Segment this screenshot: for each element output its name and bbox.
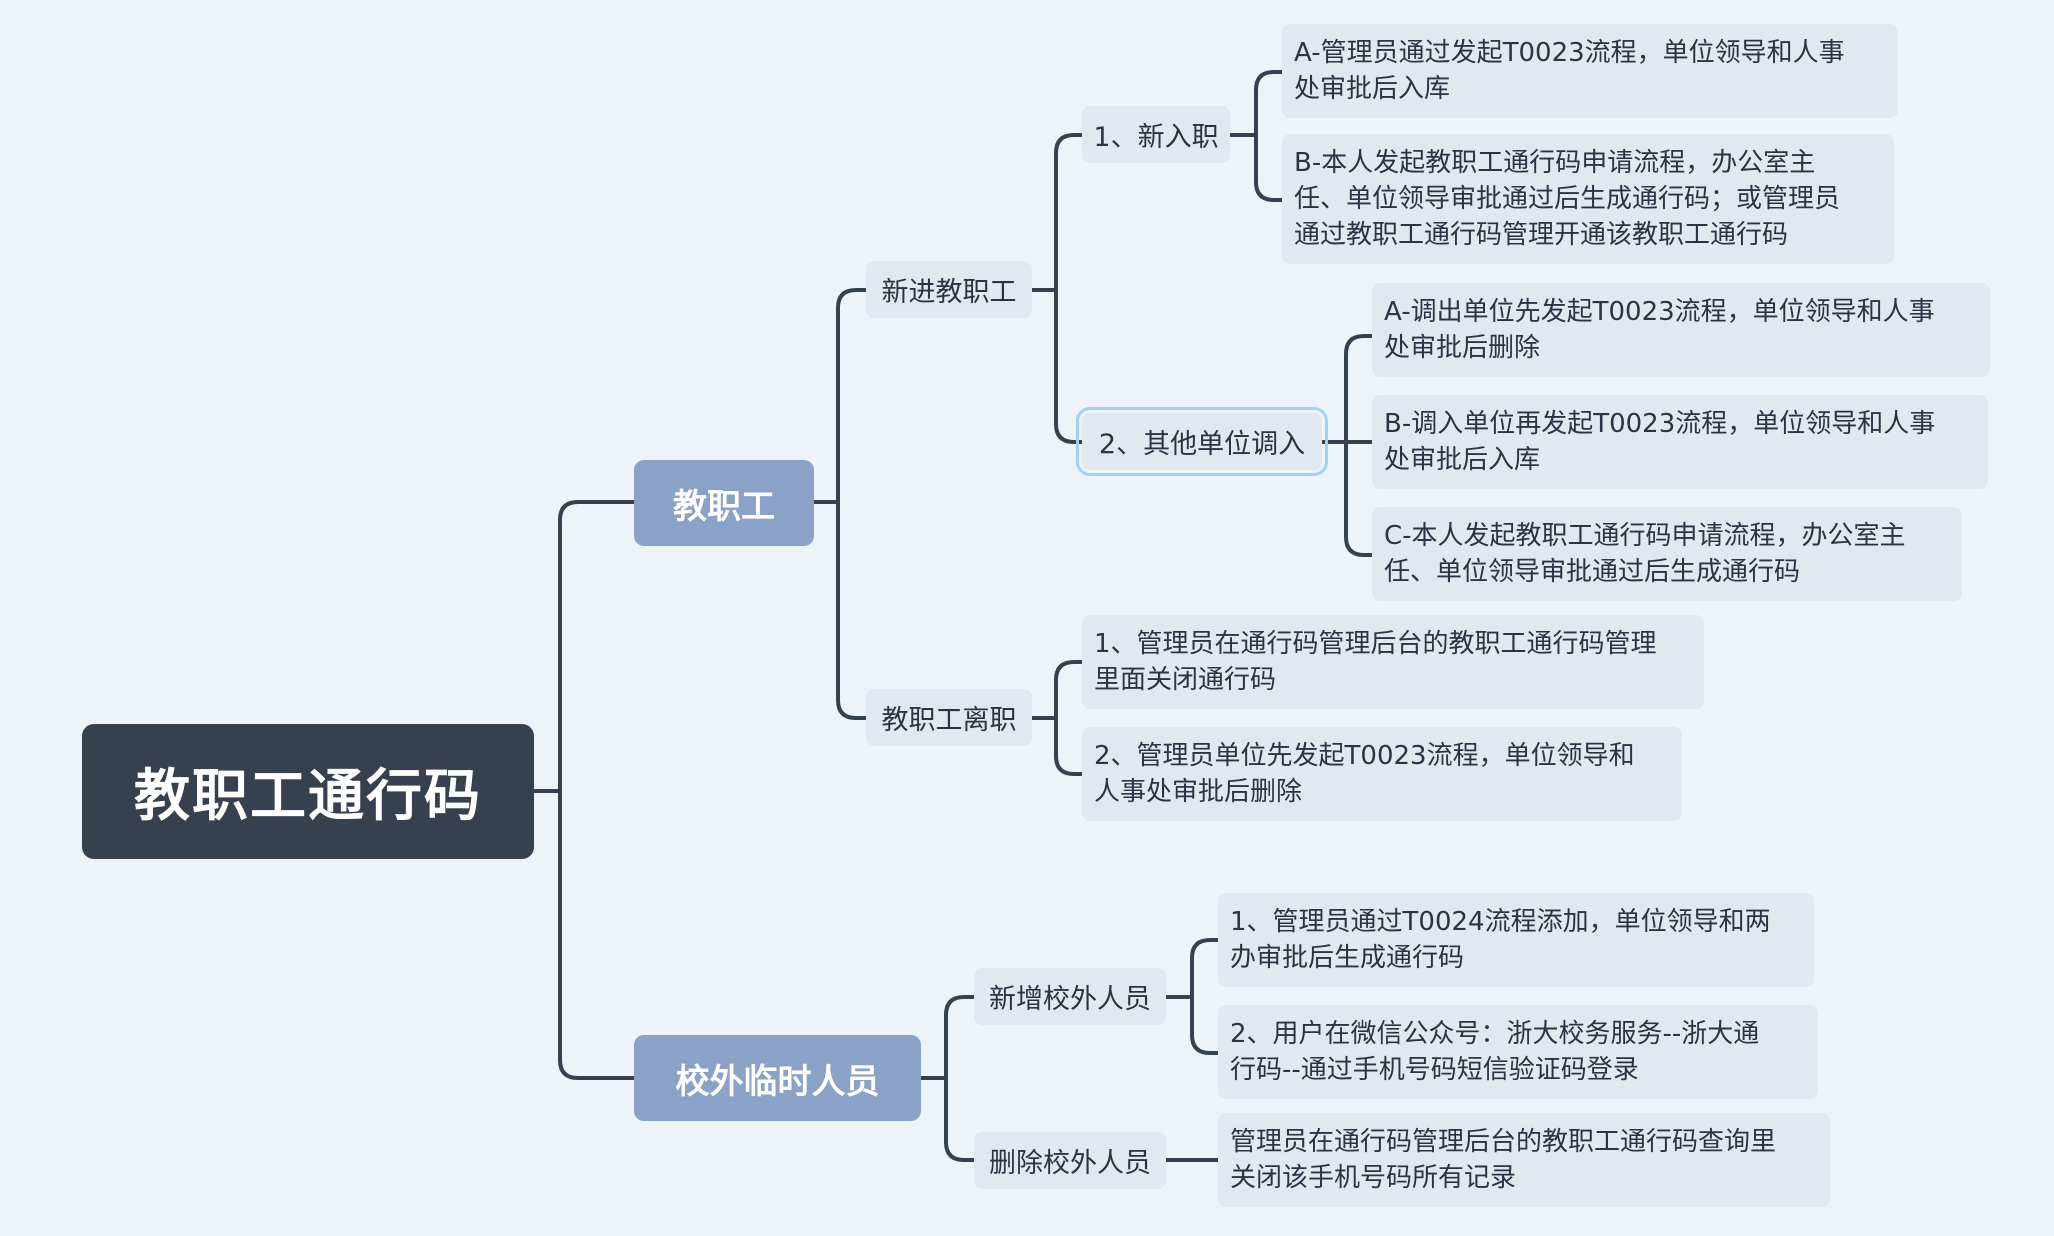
leaf-remove-external[interactable]: 管理员在通行码管理后台的教职工通行码查询里 关闭该手机号码所有记录 (1218, 1113, 1830, 1207)
branch-staff[interactable]: 教职工 (634, 460, 814, 546)
leaf-text: B-本人发起教职工通行码申请流程，办公室主 任、单位领导审批通过后生成通行码；或… (1294, 148, 1841, 250)
connector-external-remove (944, 1076, 976, 1162)
connector-transfer-c (1344, 440, 1374, 557)
leaf-text: 管理员在通行码管理后台的教职工通行码查询里 关闭该手机号码所有记录 (1230, 1127, 1777, 1193)
leaf-text: 2、管理员单位先发起T0023流程，单位领导和 人事处审批后删除 (1094, 741, 1635, 807)
root-node[interactable]: 教职工通行码 (82, 724, 534, 859)
leaf-text: A-调出单位先发起T0023流程，单位领导和人事 处审批后删除 (1384, 297, 1935, 363)
connector-newstaff-transfer (1054, 288, 1084, 444)
leaf-new-hire-b[interactable]: B-本人发起教职工通行码申请流程，办公室主 任、单位领导审批通过后生成通行码；或… (1282, 134, 1894, 264)
leaf-add-external-1[interactable]: 1、管理员通过T0024流程添加，单位领导和两 办审批后生成通行码 (1218, 893, 1814, 987)
connector-add-2 (1190, 995, 1220, 1055)
leaf-transfer-a[interactable]: A-调出单位先发起T0023流程，单位领导和人事 处审批后删除 (1372, 283, 1990, 377)
node-new-hire[interactable]: 1、新入职 (1082, 106, 1230, 163)
leaf-leaving-1[interactable]: 1、管理员在通行码管理后台的教职工通行码管理 里面关闭通行码 (1082, 615, 1704, 709)
leaf-text: B-调入单位再发起T0023流程，单位领导和人事 处审批后入库 (1384, 409, 1936, 475)
connector-root-external (558, 789, 636, 1080)
connector-leaving-2 (1054, 716, 1084, 776)
leaf-add-external-2[interactable]: 2、用户在微信公众号：浙大校务服务--浙大通 行码--通过手机号码短信验证码登录 (1218, 1005, 1818, 1099)
connector-staff-leaving (836, 500, 868, 720)
node-remove-external[interactable]: 删除校外人员 (974, 1132, 1166, 1189)
leaf-leaving-2[interactable]: 2、管理员单位先发起T0023流程，单位领导和 人事处审批后删除 (1082, 727, 1682, 821)
connector-staff-new (836, 288, 868, 504)
leaf-text: C-本人发起教职工通行码申请流程，办公室主 任、单位领导审批通过后生成通行码 (1384, 521, 1906, 587)
leaf-new-hire-a[interactable]: A-管理员通过发起T0023流程，单位领导和人事 处审批后入库 (1282, 24, 1898, 118)
leaf-transfer-b[interactable]: B-调入单位再发起T0023流程，单位领导和人事 处审批后入库 (1372, 395, 1988, 489)
connector-leaving-1 (1054, 660, 1084, 720)
connector-external-add (944, 995, 976, 1080)
branch-external-temp[interactable]: 校外临时人员 (634, 1035, 921, 1121)
leaf-text: 2、用户在微信公众号：浙大校务服务--浙大通 行码--通过手机号码短信验证码登录 (1230, 1019, 1760, 1085)
node-new-staff[interactable]: 新进教职工 (866, 261, 1032, 318)
connector-hire-a (1254, 70, 1284, 137)
connector-root-staff (558, 500, 636, 793)
connector-transfer-a (1344, 334, 1374, 444)
leaf-text: 1、管理员在通行码管理后台的教职工通行码管理 里面关闭通行码 (1094, 629, 1657, 695)
leaf-text: A-管理员通过发起T0023流程，单位领导和人事 处审批后入库 (1294, 38, 1845, 104)
connector-hire-b (1254, 133, 1284, 202)
node-staff-leaving[interactable]: 教职工离职 (866, 689, 1032, 746)
node-add-external[interactable]: 新增校外人员 (974, 968, 1166, 1025)
leaf-text: 1、管理员通过T0024流程添加，单位领导和两 办审批后生成通行码 (1230, 907, 1771, 973)
node-transfer-in[interactable]: 2、其他单位调入 (1076, 407, 1328, 476)
connector-newstaff-hire (1054, 133, 1084, 292)
connector-add-1 (1190, 938, 1220, 999)
leaf-transfer-c[interactable]: C-本人发起教职工通行码申请流程，办公室主 任、单位领导审批通过后生成通行码 (1372, 507, 1962, 601)
